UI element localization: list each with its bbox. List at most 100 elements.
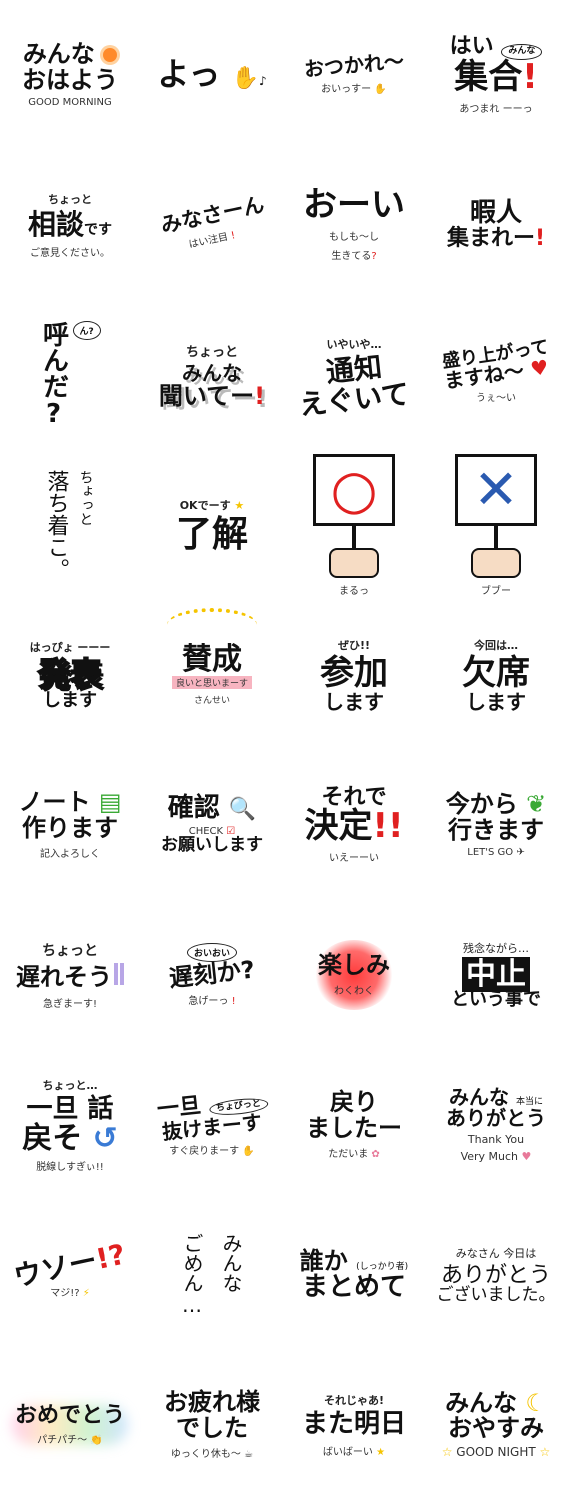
sticker-kettei[interactable]: それで 決定!! いえーーい	[284, 750, 424, 900]
sticker-arigatou-gozaimashita[interactable]: みなさん 今日は ありがとう ございました。	[426, 1200, 562, 1350]
sticker-mata-ashita[interactable]: それじゃあ! また明日 ばいばーい ★	[284, 1350, 424, 1500]
sticker-okuresou[interactable]: ちょっと 遅れそう 急ぎまーす!	[0, 900, 140, 1050]
sticker-pretext: はっぴょ ーーー	[29, 641, 111, 655]
sticker-dareka-matomete[interactable]: 誰か (しっかり者) まとめて	[284, 1200, 424, 1350]
sticker-tsuuchi[interactable]: いやいや… 通知 えぐいて	[284, 300, 424, 450]
sticker-text-2: まとめて	[301, 1271, 406, 1302]
sign-stick	[494, 525, 498, 552]
sticker-text-2: でした	[176, 1413, 248, 1442]
sticker-note: 本当に	[515, 1097, 543, 1107]
sticker-text-2: おはよう	[22, 65, 118, 94]
cross-icon: ✕	[473, 458, 519, 521]
sticker-text: おめでとう	[14, 1402, 125, 1428]
music-note-icon: ♪	[258, 74, 267, 89]
exclamation-question-mark: !?	[93, 1237, 129, 1276]
sticker-note[interactable]: ノート ▤ 作ります 記入よろしく	[0, 750, 140, 900]
sticker-minna-gomen[interactable]: ごめん… みんな	[142, 1200, 282, 1350]
sticker-nukemasu[interactable]: 一旦 ちょびっと 抜けまーす すぐ戻りまーす ✋	[142, 1050, 282, 1200]
sticker-happyou[interactable]: はっぴょ ーーー 発表 します	[0, 600, 140, 750]
sticker-moriagatte[interactable]: 盛り上がって ますね〜 ♥ うぇ〜い	[426, 300, 562, 450]
sticker-ryoukai[interactable]: OKでーす ★ 了解	[142, 450, 282, 600]
sticker-tag: (しっかり者)	[356, 1261, 409, 1272]
sticker-text: 遅れそう	[16, 963, 112, 992]
star-icon: ☆	[441, 1445, 453, 1460]
sticker-caption: ブブー	[481, 585, 511, 597]
sticker-text-2: します	[324, 689, 384, 714]
sticker-tanoshimi[interactable]: 楽しみ わくわく	[284, 900, 424, 1050]
lightning-icon: ⚡	[82, 1288, 90, 1300]
sticker-text: みんな	[445, 1388, 518, 1417]
sticker-minasan[interactable]: みなさーん はい注目 !	[142, 150, 282, 300]
sticker-caption: あつまれ ーーっ	[459, 103, 533, 115]
sticker-minna-ohayou[interactable]: みんな おはよう GOOD MORNING	[0, 0, 140, 150]
sticker-otsukaresama[interactable]: お疲れ様 でした ゆっくり休も〜 ☕	[142, 1350, 282, 1500]
sticker-caption: もしも〜し	[329, 231, 379, 243]
sticker-pretext: ちょっと	[185, 344, 238, 360]
sticker-text-2: ございました。	[436, 1285, 556, 1306]
sticker-text-2: という事で	[451, 988, 541, 1010]
moon-icon: ☾	[525, 1388, 547, 1417]
sticker-text: 欠席	[462, 653, 530, 694]
hand-icon	[471, 547, 521, 578]
sticker-caption: 記入よろしく	[40, 848, 100, 860]
heart-icon	[314, 940, 394, 1010]
sticker-maru-sign[interactable]: ○ まるっ	[284, 450, 424, 600]
exclamation-mark: !	[534, 226, 546, 252]
sticker-text: 参加	[320, 653, 388, 694]
sticker-hanashi-modoso[interactable]: ちょっと… 一旦 話 戻そ ↺ 脱線しすぎぃ!!	[0, 1050, 140, 1200]
sticker-uso[interactable]: ウソー!? マジ!? ⚡	[0, 1200, 140, 1350]
sticker-caption: 脱線しすぎぃ!!	[36, 1162, 104, 1174]
sticker-pretext: いやいや…	[326, 338, 382, 352]
sticker-chotto-soudan[interactable]: ちょっと 相談です ご意見ください。	[0, 150, 140, 300]
sprout-icon: ❦	[526, 790, 547, 819]
sticker-kiitee[interactable]: ちょっと みんな 聞いてー!	[142, 300, 282, 450]
circle-icon: ○	[330, 458, 378, 521]
sticker-omedetou[interactable]: おめでとう パチパチ〜 👏	[0, 1350, 140, 1500]
star-icon: ☆	[539, 1445, 551, 1460]
sticker-pretext: ちょっと…	[42, 1078, 98, 1092]
sticker-caption: ただいま	[328, 1148, 369, 1160]
sticker-modorimashita[interactable]: 戻り ましたー ただいま ✿	[284, 1050, 424, 1200]
sticker-text: おつかれ〜	[303, 48, 405, 82]
sticker-text-2: ありがとう	[446, 1106, 546, 1130]
notebook-icon: ▤	[98, 788, 122, 817]
sticker-caption: 良いと思いまーす	[171, 675, 252, 689]
sticker-text: 暇人	[469, 197, 522, 228]
sticker-kesseki[interactable]: 今回は… 欠席 します	[426, 600, 562, 750]
sticker-caption: ご意見ください。	[30, 247, 110, 259]
sticker-yo[interactable]: よっ ✋♪	[142, 0, 282, 150]
sticker-caption-2: 生きてる	[331, 250, 372, 262]
sticker-side-text: さんせい	[193, 695, 230, 706]
sticker-text: 中止	[462, 957, 530, 993]
sticker-text-2: 戻そ	[22, 1120, 83, 1156]
sticker-text: よっ	[157, 55, 221, 94]
speech-bubble: おいおい	[186, 943, 237, 963]
sticker-sansei[interactable]: 賛成 良いと思いまーす さんせい	[142, 600, 282, 750]
sticker-chikoku[interactable]: おいおい 遅刻か? 急げーっ !	[142, 900, 282, 1050]
sticker-hai-shuugou[interactable]: はい みんな 集合! あつまれ ーーっ	[426, 0, 562, 150]
waving-hand-icon: ✋	[242, 1146, 255, 1158]
sticker-text-2: 決定	[304, 806, 373, 847]
sticker-oyasumi[interactable]: みんな ☾ おやすみ ☆ GOOD NIGHT ☆	[426, 1350, 562, 1500]
sticker-ikimasu[interactable]: 今から ❦ 行きます LET'S GO ✈	[426, 750, 562, 900]
sticker-pretext: ちょっと	[77, 470, 94, 526]
sticker-himajin[interactable]: 暇人 集まれー!	[426, 150, 562, 300]
sticker-arigatou[interactable]: みんな 本当に ありがとう Thank You Very Much ♥	[426, 1050, 562, 1200]
sticker-chuushi[interactable]: 残念ながら… 中止 という事で	[426, 900, 562, 1050]
sticker-text-2: 集まれー	[446, 226, 535, 252]
sticker-sanka[interactable]: ぜひ!! 参加 します	[284, 600, 424, 750]
sticker-batsu-sign[interactable]: ✕ ブブー	[426, 450, 562, 600]
sticker-ochitsuko[interactable]: 落ち着こ。 ちょっと	[0, 450, 140, 600]
sticker-text: はい	[449, 34, 494, 60]
sticker-text: 遅刻か?	[167, 955, 257, 993]
waving-hand-icon: ✋	[374, 84, 387, 95]
sticker-yonda[interactable]: 呼んだ? ん?	[0, 300, 140, 450]
sticker-otsukare[interactable]: おつかれ〜 おいっすー ✋	[284, 0, 424, 150]
sticker-text: また明日	[301, 1409, 406, 1440]
sticker-caption: GOOD NIGHT	[456, 1445, 536, 1460]
speed-line	[120, 963, 124, 986]
sticker-ooi[interactable]: おーい もしも〜し 生きてる?	[284, 150, 424, 300]
sticker-caption: Thank You	[467, 1133, 525, 1146]
sticker-caption: わくわく	[334, 986, 374, 998]
sticker-kakunin[interactable]: 確認 🔍 CHECK ☑ お願いします	[142, 750, 282, 900]
